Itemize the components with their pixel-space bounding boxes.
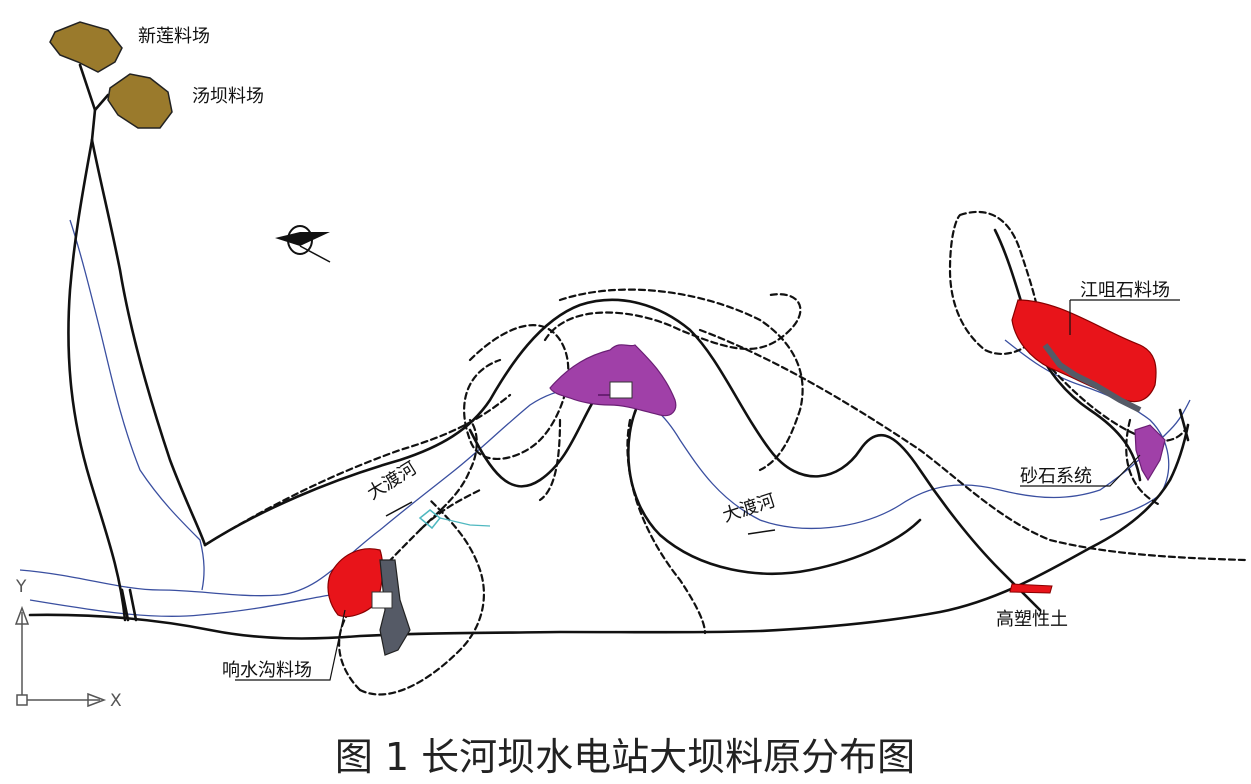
compass-north-arrow-icon — [275, 225, 331, 263]
label-dadu-lower: 大渡河 — [720, 490, 778, 527]
xinlian-borrow-area[interactable] — [49, 21, 123, 73]
label-xinlian: 新莲料场 — [138, 26, 210, 47]
ucs-axis-icon: Y X — [14, 577, 122, 711]
jiangjuishi-quarry-area[interactable] — [1011, 299, 1157, 413]
label-shashi: 砂石系统 — [1020, 466, 1092, 487]
sand-gravel-system-area[interactable] — [1134, 424, 1166, 482]
xiangshuigou-borrow-area[interactable] — [327, 548, 411, 656]
high-plasticity-clay-area[interactable] — [1009, 583, 1053, 594]
label-jiangjuishi: 江咀石料场 — [1080, 280, 1170, 301]
leader-lines — [235, 299, 1180, 681]
axis-y-label: Y — [15, 577, 27, 597]
dam-body[interactable] — [549, 344, 677, 417]
intake-structure — [418, 509, 491, 530]
label-dadu-upper: 大渡河 — [364, 458, 421, 504]
tangba-borrow-area[interactable] — [107, 73, 173, 129]
figure-caption: 图 1 长河坝水电站大坝料原分布图 — [335, 735, 915, 779]
label-xiangshuigou: 响水沟料场 — [222, 660, 312, 681]
map-labels: 新莲料场 汤坝料场 江咀石料场 砂石系统 大渡河 大渡河 高塑性土 响水沟料场 — [138, 26, 1170, 681]
axis-x-label: X — [110, 691, 122, 711]
label-gaosuxingtu: 高塑性土 — [996, 609, 1068, 630]
label-tangba: 汤坝料场 — [192, 86, 264, 107]
